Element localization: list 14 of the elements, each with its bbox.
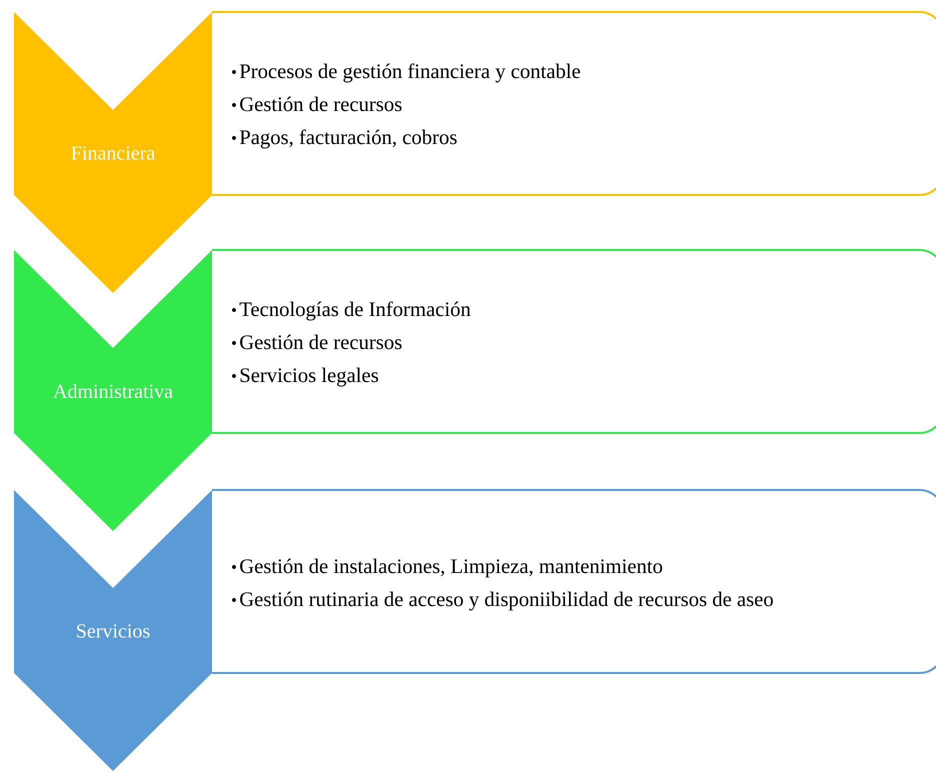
- node-label: Gestión de instalaciones, Limpieza, mantenimiento: [240, 558, 662, 578]
- node-label: Pagos, facturación, cobros: [240, 129, 457, 148]
- list-box: Gestión de instalaciones, Limpieza, mantenimiento Gestión rutinaria de acceso y disponiibilidad de recursos de aseo: [212, 489, 936, 674]
- node-label: Tecnologías de Información: [240, 301, 471, 320]
- list-box: Tecnologías de Información Gestión de recursos Servicios legales: [212, 249, 936, 434]
- list-box: Procesos de gestión financiera y contable Gestión de recursos Pagos, facturación, cobros: [212, 11, 936, 196]
- category-banner: Administrativa: [14, 250, 212, 531]
- category-banner: Servicios: [14, 490, 212, 771]
- node-label: Procesos de gestión financiera y contable: [240, 63, 580, 82]
- node-label: Gestión de recursos: [240, 334, 402, 350]
- node-label: Servicios legales: [240, 368, 378, 386]
- node-label: Gestión rutinaria de acceso y disponiibilidad de recursos de aseo: [240, 592, 773, 610]
- node-label: Gestión de recursos: [240, 96, 402, 112]
- category-banner: Financiera: [14, 12, 212, 293]
